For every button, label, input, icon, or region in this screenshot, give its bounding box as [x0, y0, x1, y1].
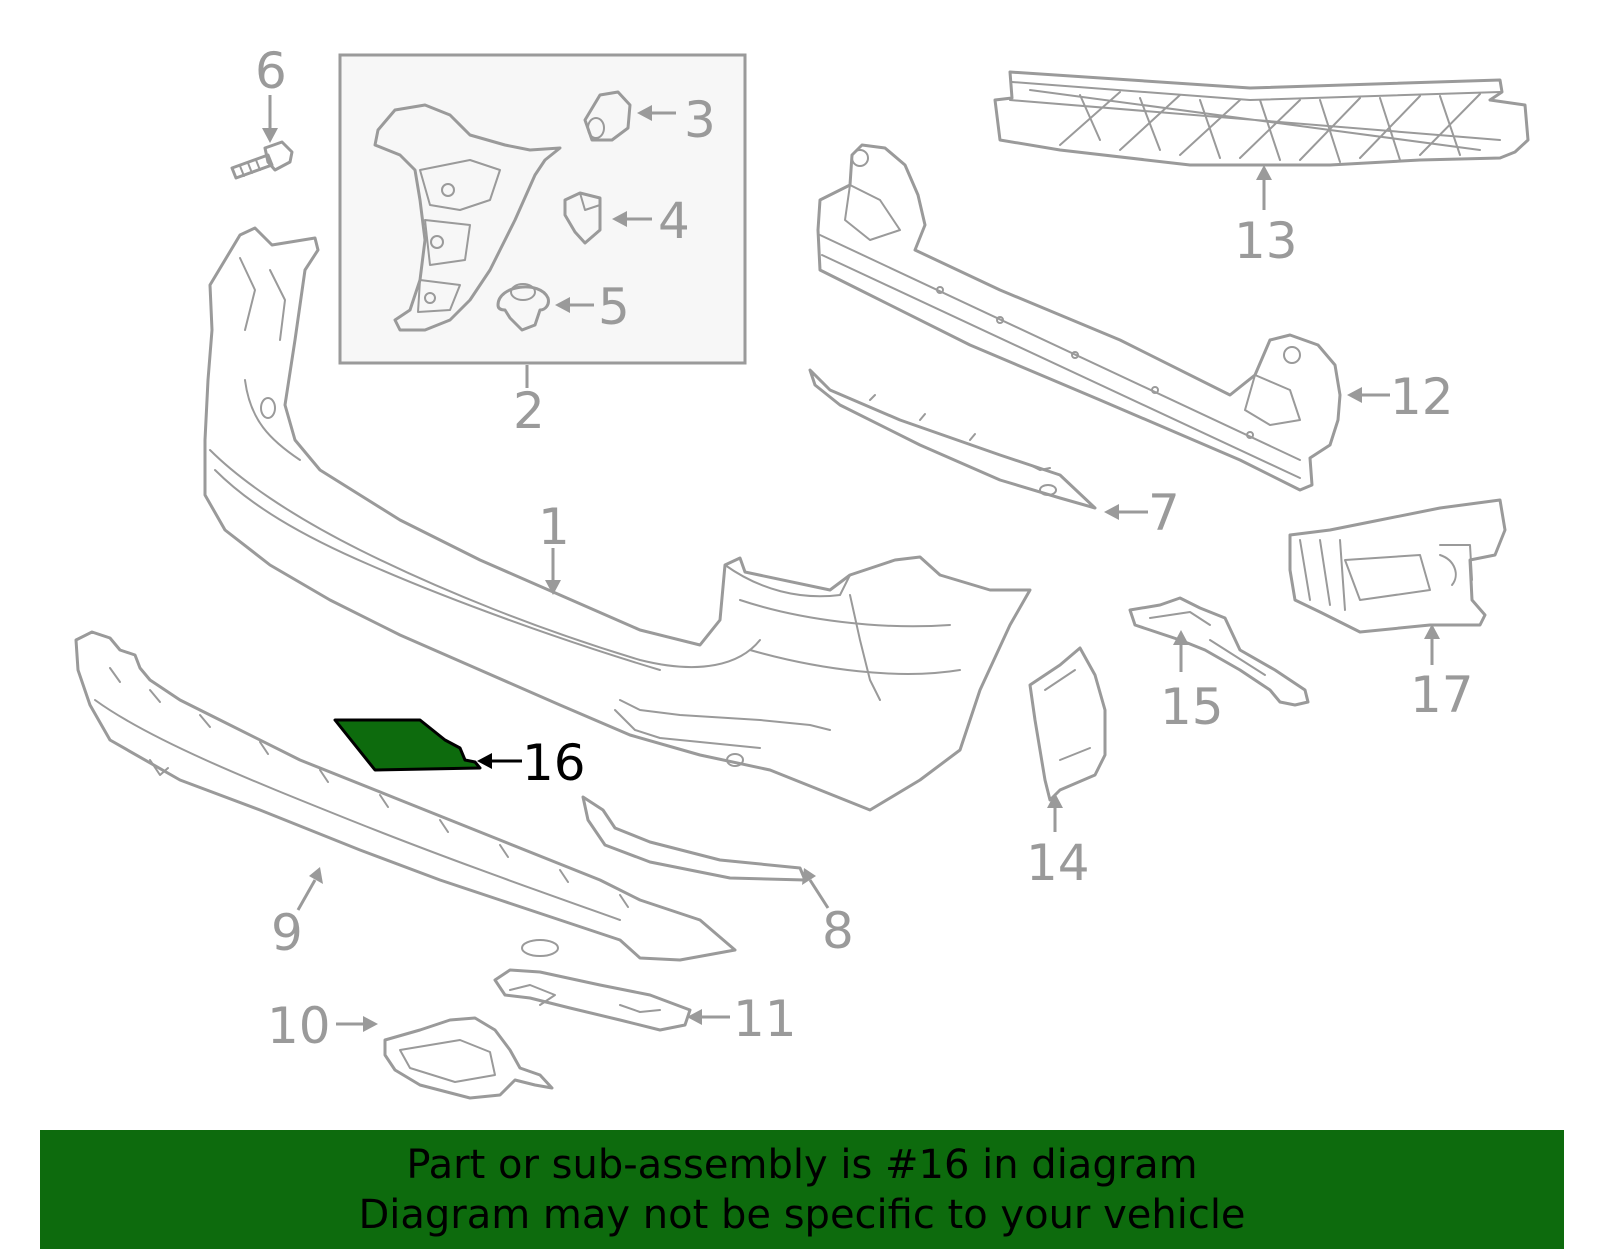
callout-1[interactable]: 1 — [538, 498, 570, 556]
callout-3[interactable]: 3 — [684, 91, 716, 149]
part-6-bolt — [230, 140, 294, 180]
callout-labels: 6 3 4 5 2 1 7 12 13 15 17 14 8 9 10 11 1… — [255, 42, 1474, 1055]
callout-5[interactable]: 5 — [598, 278, 630, 336]
part-15-bracket — [1128, 596, 1310, 707]
part-1-bumper-cover — [203, 226, 1032, 812]
part-13-energy-absorber — [993, 70, 1530, 167]
banner-line-2: Diagram may not be specific to your vehi… — [358, 1191, 1246, 1238]
part-14-trim-piece — [1028, 646, 1107, 802]
parts-diagram: 6 3 4 5 2 1 7 12 13 15 17 14 8 9 10 11 1… — [74, 42, 1530, 1100]
part-12-reinforcement-beam — [816, 143, 1342, 492]
part-11-bracket — [493, 968, 692, 1032]
part-9-lower-valance — [74, 630, 737, 962]
part-2-kit-box — [338, 53, 747, 365]
callout-11[interactable]: 11 — [733, 990, 797, 1048]
callout-8[interactable]: 8 — [822, 902, 854, 960]
part-17-bracket — [1288, 498, 1507, 634]
callout-4[interactable]: 4 — [658, 192, 690, 250]
leader-lines — [262, 95, 1440, 1032]
callout-9[interactable]: 9 — [271, 904, 303, 962]
part-8-trim-strip — [581, 795, 807, 882]
callout-17[interactable]: 17 — [1410, 666, 1474, 724]
callout-10[interactable]: 10 — [267, 997, 331, 1055]
part-info-banner: Part or sub-assembly is #16 in diagram D… — [40, 1130, 1564, 1249]
callout-2[interactable]: 2 — [513, 382, 545, 440]
callout-16-highlighted[interactable]: 16 — [522, 734, 586, 792]
banner-line-1: Part or sub-assembly is #16 in diagram — [406, 1141, 1198, 1188]
callout-14[interactable]: 14 — [1026, 834, 1090, 892]
part-16-highlighted[interactable] — [333, 718, 482, 772]
callout-13[interactable]: 13 — [1234, 212, 1298, 270]
callout-7[interactable]: 7 — [1148, 484, 1180, 542]
callout-6[interactable]: 6 — [255, 42, 287, 100]
part-7-strip — [808, 368, 1097, 510]
callout-12[interactable]: 12 — [1390, 368, 1454, 426]
part-10-exhaust-trim — [383, 1016, 554, 1100]
callout-15[interactable]: 15 — [1160, 678, 1224, 736]
